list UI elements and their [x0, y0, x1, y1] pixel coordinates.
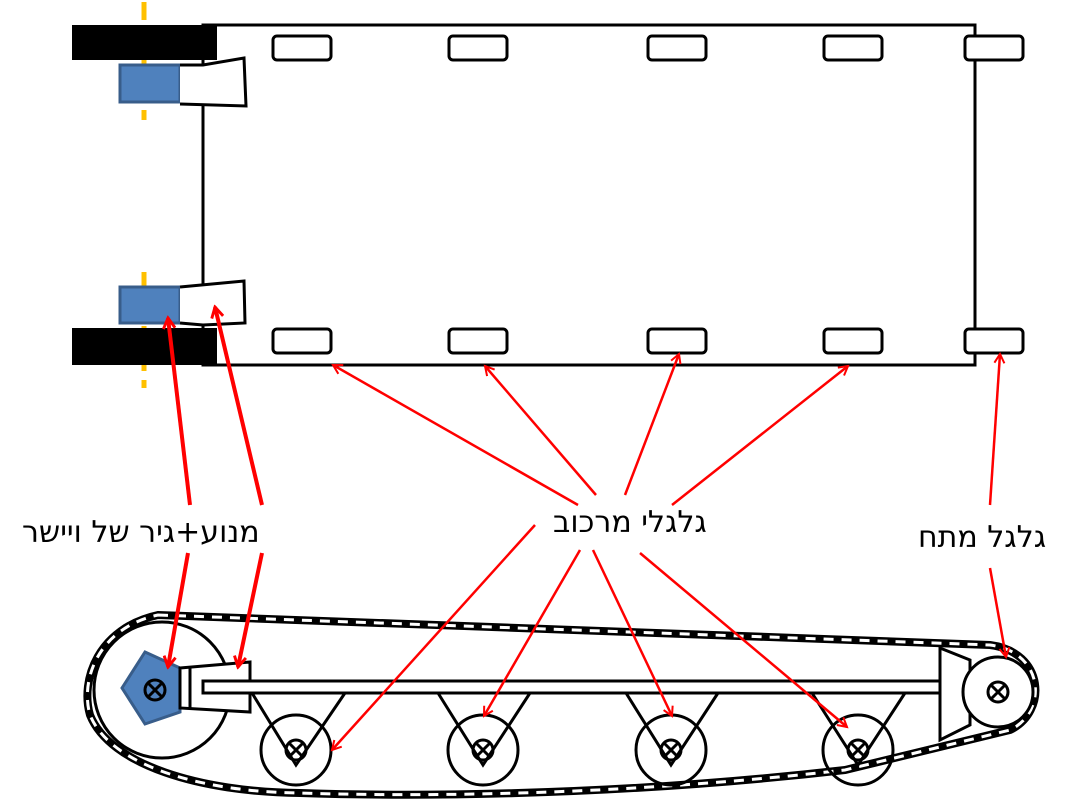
road-wheel-bottom-4 — [822, 327, 884, 355]
suspension-3 — [624, 692, 720, 768]
drive-wheel-bottom — [72, 328, 217, 365]
label-tension-wheel: גלגל מתח — [918, 520, 1047, 555]
motor-bottom — [118, 285, 182, 325]
side-road-wheel-4 — [821, 713, 895, 787]
arrow-motor-to-side-gear — [238, 552, 264, 667]
arrow-road-side-4 — [639, 552, 847, 727]
chassis-rail — [201, 679, 1002, 695]
label-motor-gear: מנוע+גיר של ויישר — [22, 515, 260, 550]
tension-bracket — [938, 645, 972, 743]
road-wheel-bottom-3 — [646, 327, 708, 355]
suspension-1 — [250, 692, 347, 768]
arrow-road-side-2 — [482, 549, 582, 716]
road-wheel-top-2 — [447, 34, 509, 62]
road-wheel-top-4 — [822, 34, 884, 62]
chassis-body — [201, 23, 977, 367]
tension-wheel-bottom — [963, 327, 1025, 355]
tension-wheel-top — [963, 34, 1025, 62]
road-wheel-bottom-1 — [271, 327, 333, 355]
gearbox-top — [179, 56, 248, 108]
arrow-road-top-1 — [333, 363, 579, 507]
suspension-2 — [436, 692, 532, 768]
road-wheel-top-3 — [646, 34, 708, 62]
track-dashes — [85, 613, 1037, 797]
hub-icons — [143, 678, 1010, 762]
road-wheel-top-1 — [271, 34, 333, 62]
arrow-tension-top — [988, 354, 1000, 506]
road-wheel-bottom-2 — [447, 327, 509, 355]
motor-top — [118, 63, 182, 104]
annotation-arrows — [168, 307, 1006, 750]
arrow-road-top-3 — [623, 354, 679, 496]
arrow-road-side-3 — [591, 549, 672, 716]
arrow-road-top-2 — [485, 366, 597, 496]
suspension-4 — [810, 692, 907, 768]
arrow-tension-side — [988, 567, 1006, 657]
gearbox-bottom — [179, 279, 247, 327]
arrow-road-top-4 — [671, 366, 848, 506]
drive-wheel-top — [72, 25, 217, 60]
arrow-road-side-1 — [332, 524, 536, 750]
label-road-wheels: גלגלי מרכוב — [553, 505, 707, 540]
top-view — [72, 2, 1025, 388]
arrow-motor-to-top-motor — [168, 318, 192, 506]
arrow-motor-to-top-gear — [215, 307, 264, 506]
side-view — [83, 610, 1040, 799]
arrow-motor-to-side-motor — [168, 552, 190, 667]
